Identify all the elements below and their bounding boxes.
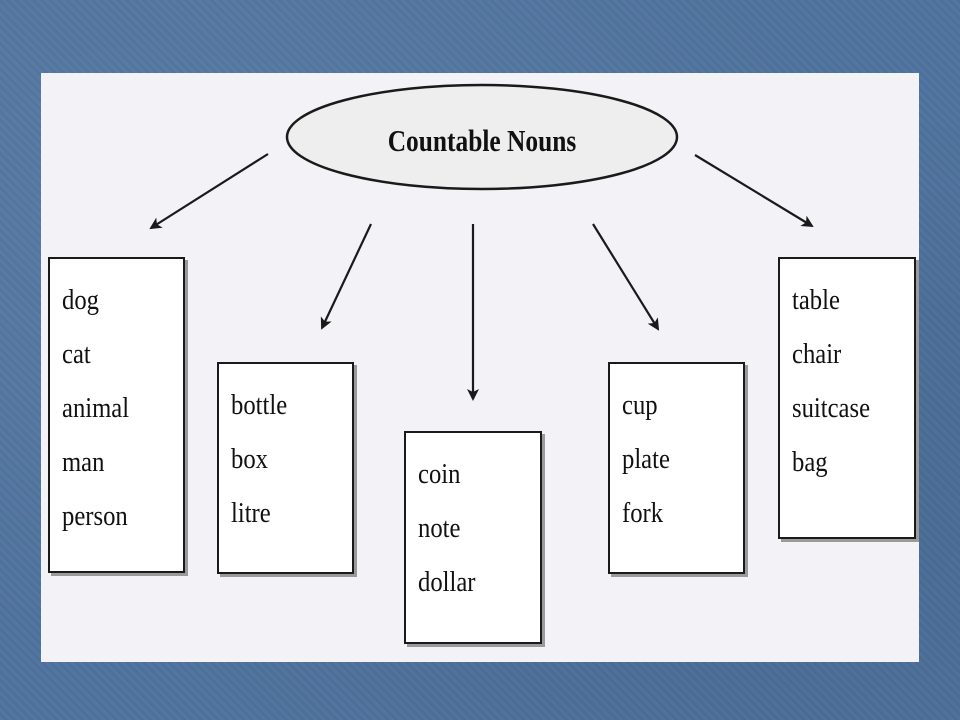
- list-item: dollar: [418, 566, 476, 598]
- group-box-animals: dog cat animal man person: [48, 257, 185, 573]
- list-item: chair: [792, 338, 842, 370]
- list-item: bag: [792, 446, 828, 478]
- list-item: dog: [62, 284, 99, 316]
- group-box-furniture: table chair suitcase bag: [778, 257, 916, 539]
- group-box-money: coin note dollar: [404, 431, 542, 644]
- diagram-canvas: [149, 83, 814, 401]
- list-item: box: [231, 443, 268, 475]
- root-label: Countable Nouns: [387, 123, 577, 158]
- list-item: suitcase: [792, 392, 871, 424]
- group-box-tableware: cup plate fork: [608, 362, 745, 574]
- list-item: bottle: [231, 389, 288, 421]
- list-item: animal: [62, 392, 130, 424]
- list-item: note: [418, 512, 461, 544]
- root-ellipse: [285, 83, 679, 191]
- list-item: fork: [622, 497, 664, 529]
- slide-panel: Countable Nouns dog cat animal man perso…: [41, 73, 919, 662]
- arrow-to-animals: [149, 153, 269, 230]
- list-item: plate: [622, 443, 670, 475]
- list-item: litre: [231, 497, 271, 529]
- list-item: cat: [62, 338, 91, 370]
- list-item: cup: [622, 389, 658, 421]
- group-box-containers: bottle box litre: [217, 362, 354, 574]
- arrow-to-furniture: [694, 154, 814, 228]
- list-item: table: [792, 284, 840, 316]
- arrow-to-containers: [320, 223, 372, 330]
- arrow-to-tableware: [592, 223, 660, 331]
- list-item: person: [62, 500, 128, 532]
- list-item: coin: [418, 458, 461, 490]
- list-item: man: [62, 446, 105, 478]
